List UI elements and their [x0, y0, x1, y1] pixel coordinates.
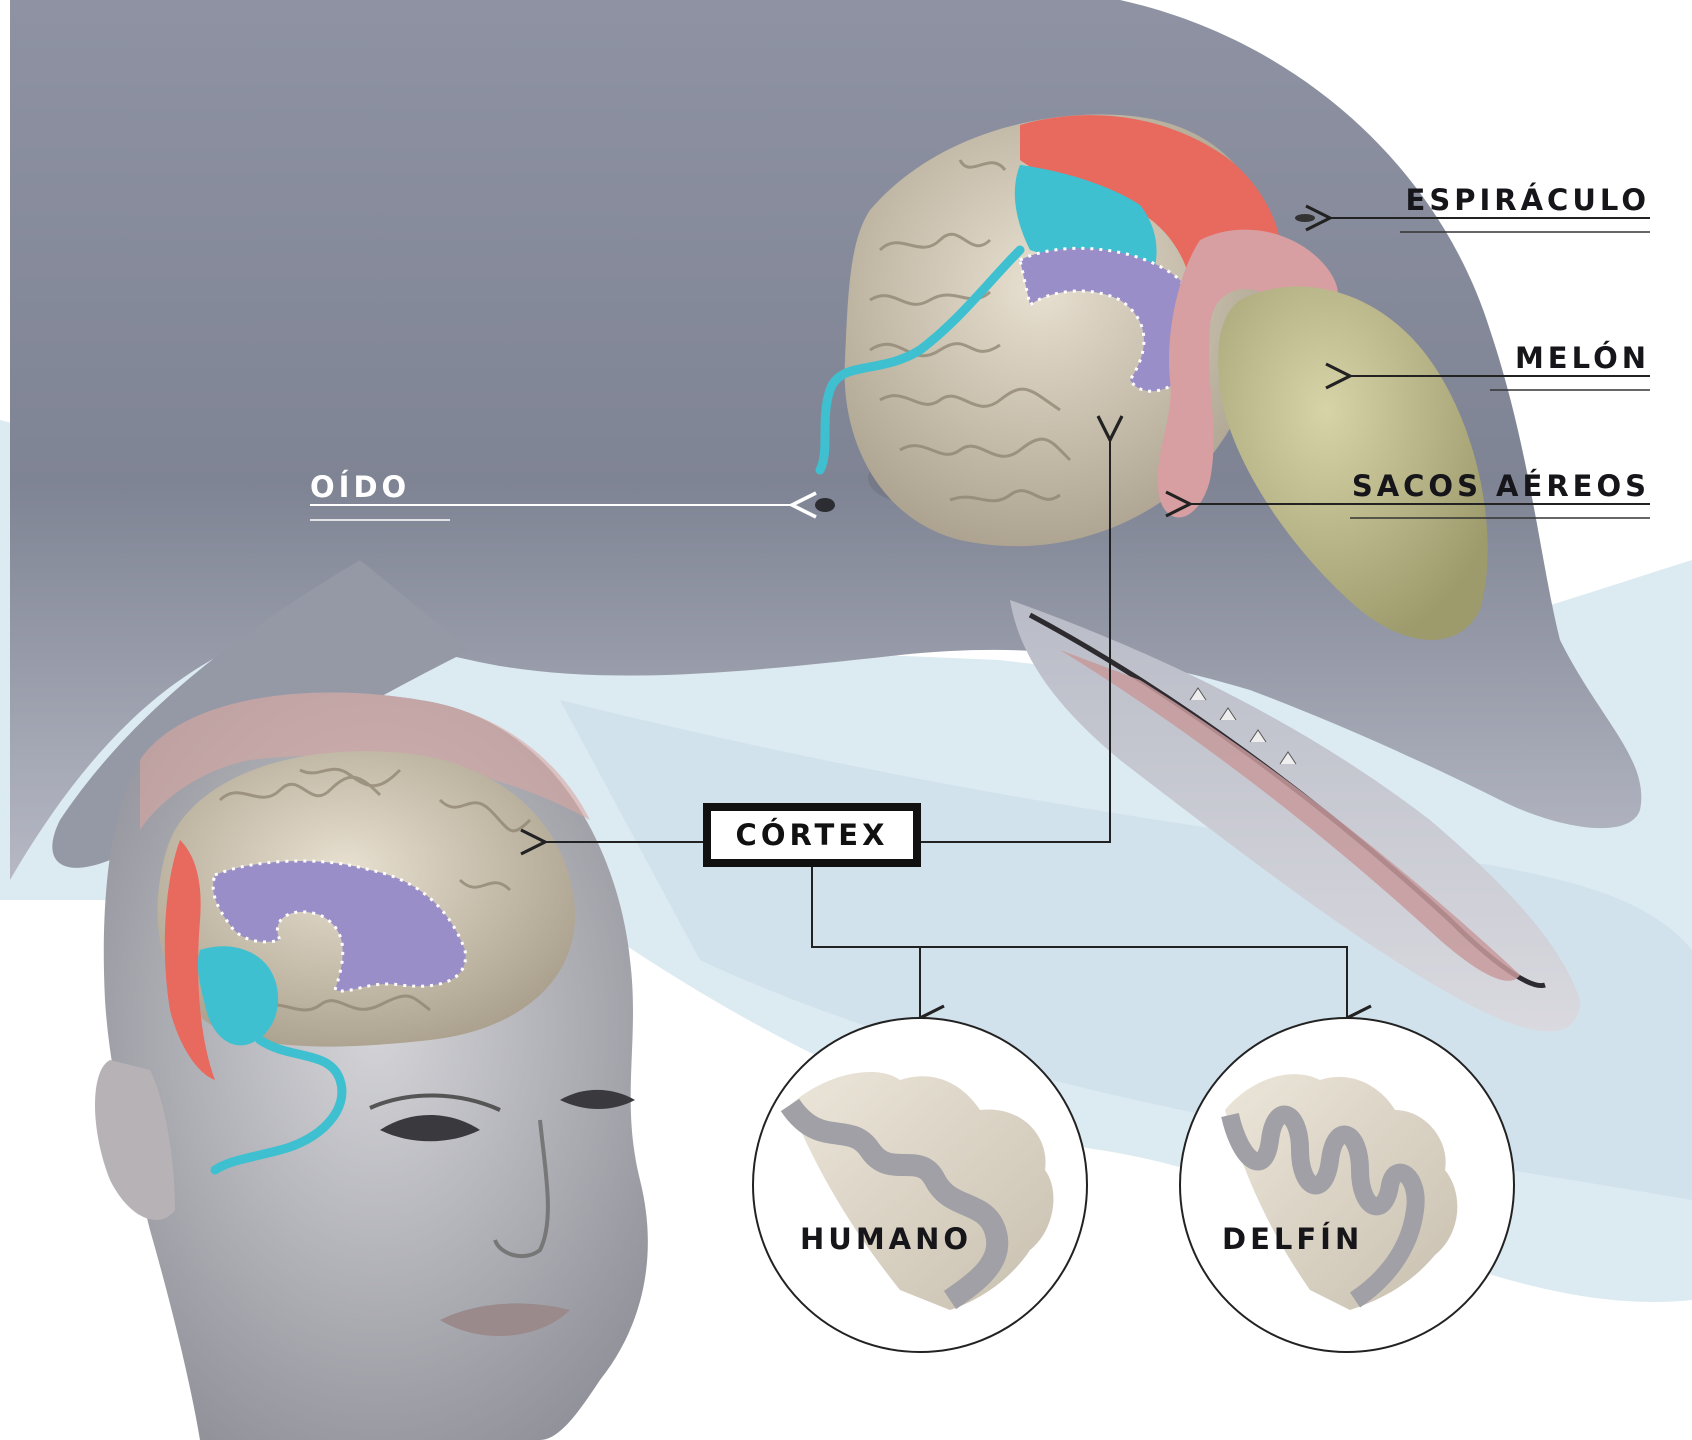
ear-hole-icon: [815, 498, 835, 512]
label-oido: OÍDO: [310, 470, 410, 504]
label-cortex: CÓRTEX: [736, 818, 889, 852]
label-delfin: DELFÍN: [1222, 1222, 1363, 1256]
label-humano: HUMANO: [800, 1222, 972, 1256]
label-espiraculo: ESPIRÁCULO: [1406, 183, 1650, 217]
cortex-circle-delfin: [1180, 1018, 1514, 1352]
label-sacos-aereos: SACOS AÉREOS: [1352, 469, 1650, 503]
label-melon: MELÓN: [1515, 341, 1650, 375]
cortex-circle-humano: [753, 1018, 1087, 1352]
cortex-label-box: CÓRTEX: [703, 803, 921, 867]
